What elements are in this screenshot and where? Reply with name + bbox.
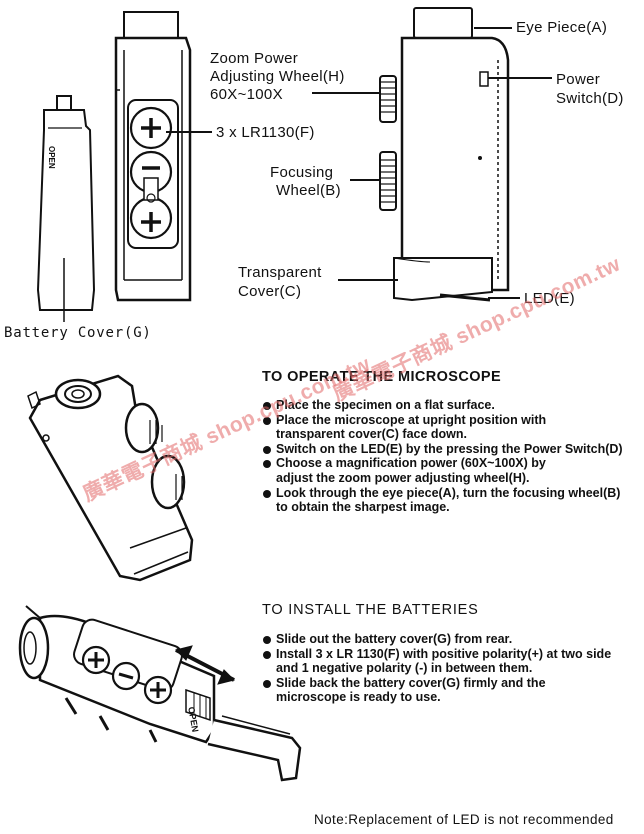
install-step-1: Slide out the battery cover(G) from rear… [262,632,622,647]
wheel-ridges [380,81,396,203]
focusing-wheel-label-1: Focusing [270,164,334,181]
led-label: LED(E) [524,290,575,307]
batteries-label: 3 x LR1130(F) [216,124,315,141]
leader-lines [166,27,552,299]
side-view-drawing [379,7,510,302]
eye-piece-label: Eye Piece(A) [516,19,608,36]
focusing-wheel-label-2: Wheel(B) [276,182,341,199]
transparent-cover-label-2: Cover(C) [238,283,302,300]
open-stamp: OPEN [47,146,56,169]
operate-step-3: Switch on the LED(E) by the pressing the… [262,442,642,457]
operate-step-1: Place the specimen on a flat surface. [262,398,642,413]
power-switch-label-2: Switch(D) [556,90,624,107]
operate-steps: Place the specimen on a flat surface. Pl… [262,398,642,515]
note-text: Note:Replacement of LED is not recommend… [314,812,614,827]
battery-cover-drawing [36,95,96,322]
install-steps: Slide out the battery cover(G) from rear… [262,632,622,705]
install-step-2: Install 3 x LR 1130(F) with positive pol… [262,647,622,676]
plus-icon [141,118,161,138]
operate-step-5: Look through the eye piece(A), turn the … [262,486,642,515]
install-view-drawing [18,605,302,782]
install-heading: TO INSTALL THE BATTERIES [262,602,479,618]
angled-view-drawing [27,374,194,582]
operate-step-4: Choose a magnification power (60X~100X) … [262,456,642,485]
rear-view-drawing [114,11,192,302]
battery-cover-label: Battery Cover(G) [4,325,152,341]
operate-step-2: Place the microscope at upright position… [262,413,642,442]
zoom-wheel-label-2: Adjusting Wheel(H) [210,68,345,85]
plus-icon [88,652,104,668]
minus-icon [118,672,134,680]
power-switch-label-1: Power [556,71,601,88]
transparent-cover-label-1: Transparent [238,264,322,281]
plus-icon [150,682,166,698]
zoom-wheel-label-3: 60X~100X [210,86,283,103]
install-step-3: Slide back the battery cover(G) firmly a… [262,676,622,705]
plus-icon [141,212,161,232]
operate-heading: TO OPERATE THE MICROSCOPE [262,369,502,385]
zoom-wheel-label-1: Zoom Power [210,50,299,67]
